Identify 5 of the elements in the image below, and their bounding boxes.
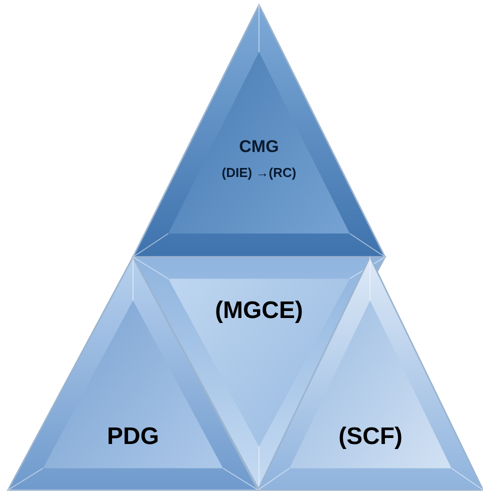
node-label: (MGCE) <box>215 297 303 325</box>
node-label: PDG <box>106 423 159 451</box>
node-label: (DIE) →(RC) <box>222 165 296 180</box>
node-label: (SCF) <box>338 423 402 451</box>
node-label: CMG <box>239 137 279 157</box>
